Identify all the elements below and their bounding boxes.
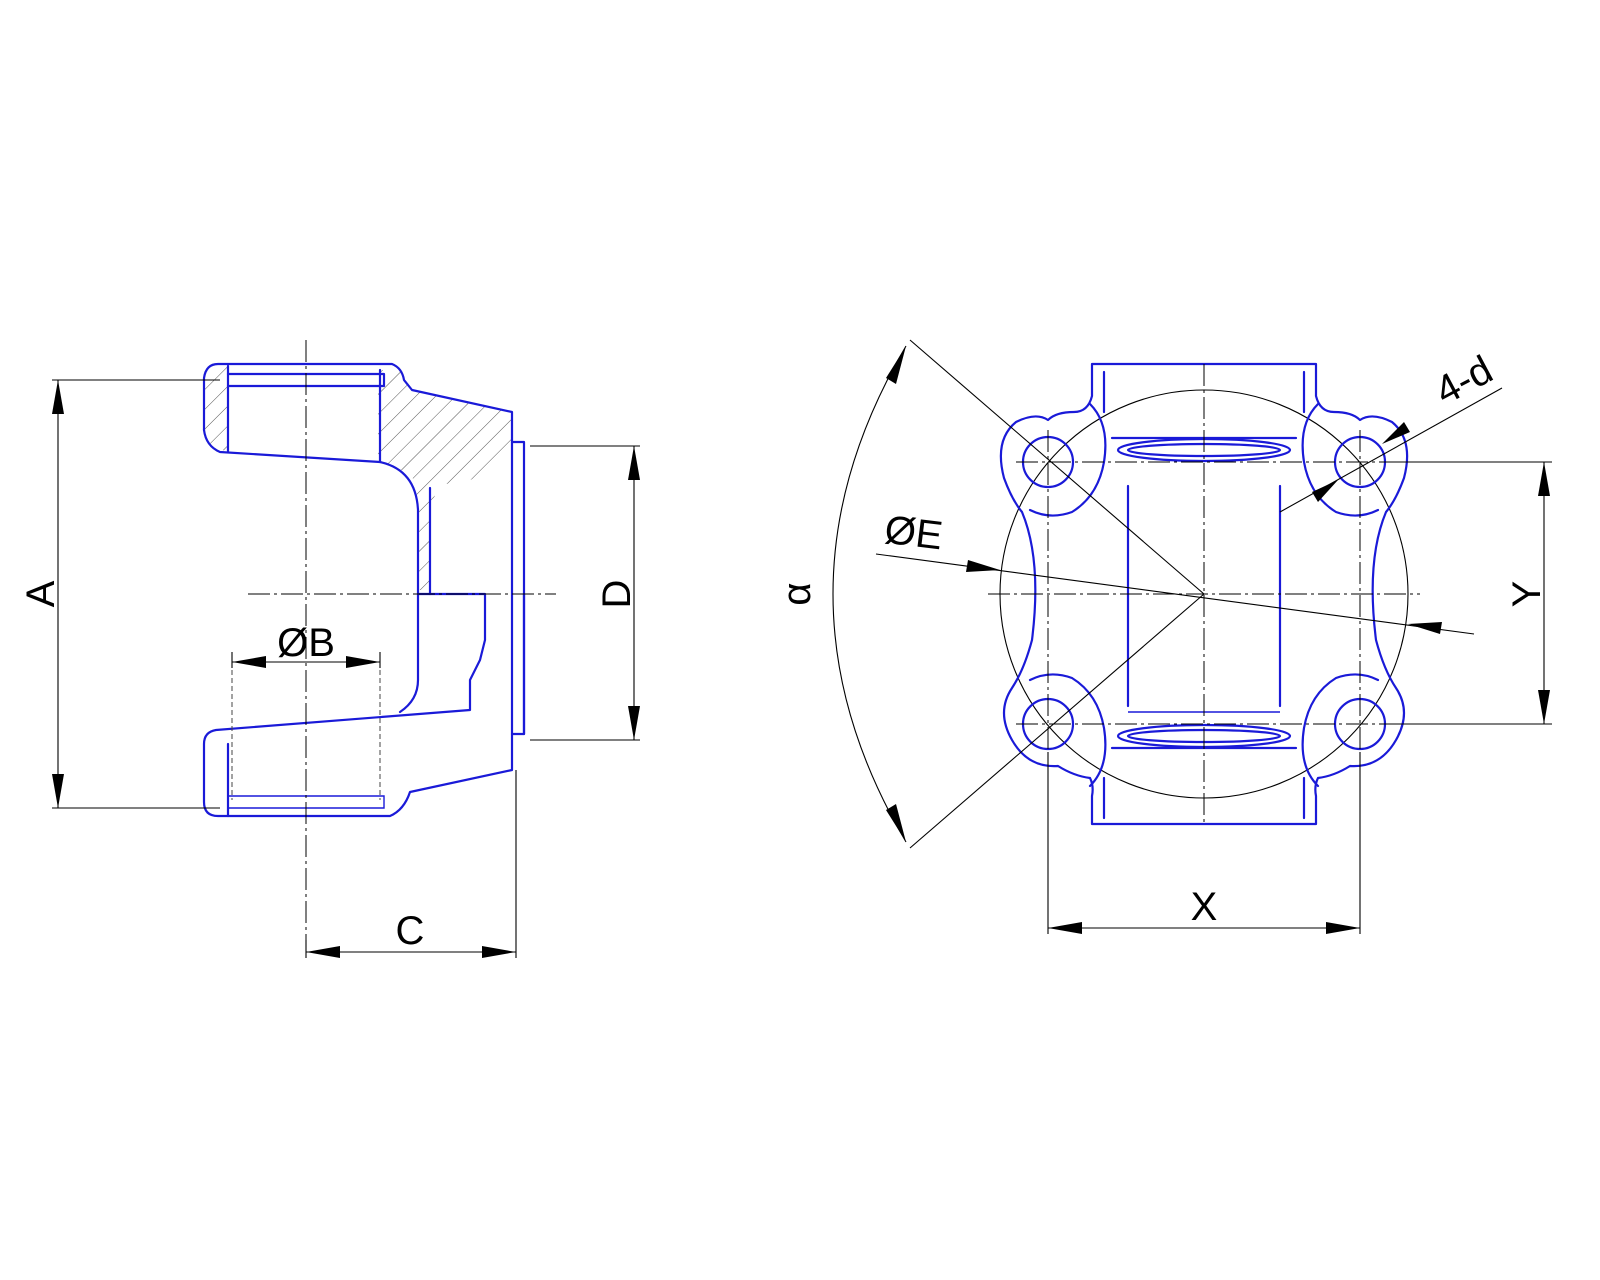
- alpha-arrow-bottom: [886, 804, 906, 842]
- dim-c-arrow-right: [482, 946, 516, 958]
- front-view: α ØE 4-d Y X: [775, 339, 1552, 934]
- dim-y-arrow-bottom: [1538, 690, 1550, 724]
- ear-top-right: [1301, 402, 1380, 517]
- alpha-arc: [832, 345, 907, 843]
- dim-b-arrow-right: [346, 656, 380, 668]
- dim-d-arrow-top: [628, 446, 640, 480]
- alpha-label: α: [775, 582, 819, 605]
- dim-d-small-arrow-out: [1382, 422, 1410, 444]
- upper-lug-section: [204, 366, 228, 452]
- dim-d-small-label: 4-d: [1428, 348, 1500, 414]
- dim-d-label: D: [595, 580, 639, 609]
- ear-bottom-left: [1028, 673, 1107, 788]
- dim-a-arrow-top: [52, 380, 64, 414]
- dim-d-small-arrow-in: [1312, 480, 1338, 502]
- ear-top-left: [1028, 402, 1107, 517]
- front-body-outline: [999, 362, 1409, 826]
- dim-y-label: Y: [1505, 581, 1549, 608]
- side-body-outline: [202, 362, 526, 818]
- web-section: [378, 370, 512, 590]
- dim-b-arrow-left: [232, 656, 266, 668]
- dim-e-arrow-left: [966, 560, 1000, 572]
- dim-b-label: ØB: [277, 621, 335, 665]
- dim-c-label: C: [396, 909, 425, 953]
- dim-x-label: X: [1191, 885, 1218, 929]
- dim-d-arrow-bottom: [628, 706, 640, 740]
- dim-x-arrow-right: [1326, 922, 1360, 934]
- ear-bottom-right: [1301, 673, 1380, 788]
- alpha-ray-lower: [909, 593, 1205, 849]
- alpha-ray-upper: [909, 339, 1205, 595]
- alpha-arrow-top: [886, 346, 906, 384]
- dim-x-arrow-left: [1048, 922, 1082, 934]
- dim-c-arrow-left: [306, 946, 340, 958]
- dim-a-arrow-bottom: [52, 774, 64, 808]
- dim-y-arrow-top: [1538, 462, 1550, 496]
- dim-e-label: ØE: [882, 508, 945, 559]
- side-view: A D ØB C: [19, 340, 640, 958]
- dim-a-label: A: [19, 580, 63, 607]
- dim-e-arrow-right: [1408, 622, 1442, 634]
